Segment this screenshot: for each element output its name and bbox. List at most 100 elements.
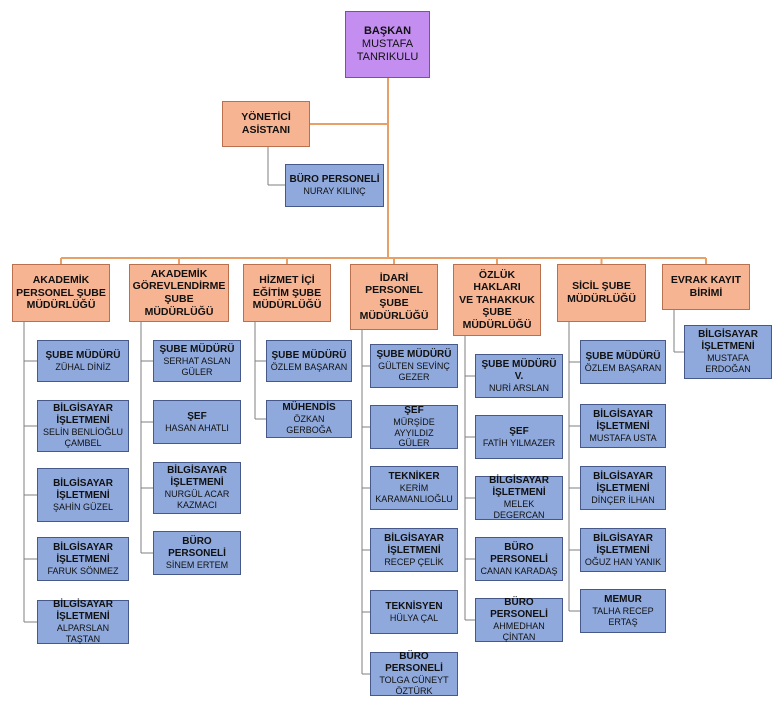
unit-box: HİZMET İÇİ EĞİTİM ŞUBE MÜDÜRLÜĞÜ: [243, 264, 331, 322]
unit-box: SİCİL ŞUBE MÜDÜRLÜĞÜ: [557, 264, 646, 322]
staff-box-name: KERİM KARAMANLIOĞLU: [375, 483, 453, 504]
staff-box-title: ŞUBE MÜDÜRÜ: [45, 349, 121, 361]
staff-box-name: ÖZKAN GERBOĞA: [286, 414, 332, 435]
staff-box-title: ŞEF: [404, 404, 424, 416]
staff-box-name: ŞAHİN GÜZEL: [52, 501, 113, 512]
staff-box-title: BİLGİSAYAR İŞLETMENİ: [53, 541, 113, 565]
unit-box-title: HİZMET İÇİ EĞİTİM ŞUBE MÜDÜRLÜĞÜ: [252, 274, 322, 312]
staff-box-title: ŞUBE MÜDÜRÜ V.: [481, 358, 557, 382]
staff-box-name: HÜLYA ÇAL: [389, 612, 439, 623]
staff-box-title: BİLGİSAYAR İŞLETMENİ: [593, 470, 653, 494]
unit-box-title: AKADEMİK GÖREVLENDİRME ŞUBE MÜDÜRLÜĞÜ: [132, 267, 226, 318]
staff-box-name: GÜLTEN SEVİNÇ GEZER: [378, 361, 450, 382]
staff-box-title: BİLGİSAYAR İŞLETMENİ: [53, 599, 113, 623]
unit-box-title: EVRAK KAYIT BİRİMİ: [670, 274, 742, 299]
staff-box: ŞUBE MÜDÜRÜ V.NURİ ARSLAN: [475, 354, 563, 398]
staff-box-name: RECEP ÇELİK: [384, 556, 444, 567]
staff-box-name: SERHAT ASLAN GÜLER: [163, 356, 231, 377]
staff-box-name: DİNÇER İLHAN: [591, 494, 655, 505]
staff-box-title: BİLGİSAYAR İŞLETMENİ: [593, 408, 653, 432]
unit-box-title: ÖZLÜK HAKLARI VE TAHAKKUK ŞUBE MÜDÜRLÜĞÜ: [459, 268, 535, 331]
staff-box-title: BİLGİSAYAR İŞLETMENİ: [53, 403, 113, 427]
staff-box-title: BİLGİSAYAR İŞLETMENİ: [53, 477, 113, 501]
staff-box-name: AHMEDHAN ÇİNTAN: [493, 621, 545, 642]
staff-box-name: ÖZLEM BAŞARAN: [270, 361, 348, 372]
staff-box-title: ŞUBE MÜDÜRÜ: [585, 350, 661, 362]
staff-box-title: MEMUR: [604, 594, 642, 606]
staff-box-name: HASAN AHATLI: [165, 422, 229, 433]
assistant-staff-title: BÜRO PERSONELİ: [289, 174, 380, 186]
staff-box-name: FATİH YILMAZER: [482, 437, 556, 448]
staff-box-title: ŞEF: [187, 410, 207, 422]
staff-box-name: OĞUZ HAN YANIK: [584, 556, 662, 567]
staff-box-title: TEKNİKER: [388, 471, 440, 483]
unit-box: ÖZLÜK HAKLARI VE TAHAKKUK ŞUBE MÜDÜRLÜĞÜ: [453, 264, 541, 336]
staff-box-title: ŞUBE MÜDÜRÜ: [159, 344, 235, 356]
staff-box-title: BİLGİSAYAR İŞLETMENİ: [593, 532, 653, 556]
staff-box-name: ALPARSLAN TAŞTAN: [56, 623, 110, 644]
staff-box-name: NURİ ARSLAN: [488, 382, 550, 393]
staff-box-name: FARUK SÖNMEZ: [47, 565, 119, 576]
staff-box-title: BÜRO PERSONELİ: [490, 541, 548, 565]
root-name: MUSTAFA TANRIKULU: [356, 37, 419, 64]
staff-box-name: MUSTAFA ERDOĞAN: [705, 353, 751, 374]
staff-box-name: TALHA RECEP ERTAŞ: [592, 606, 654, 627]
staff-box-title: BÜRO PERSONELİ: [385, 651, 443, 675]
unit-box: AKADEMİK PERSONEL ŞUBE MÜDÜRLÜĞÜ: [12, 264, 110, 322]
staff-box-title: TEKNİSYEN: [385, 600, 443, 612]
staff-box-name: SELİN BENLİOĞLU ÇAMBEL: [42, 427, 124, 448]
staff-box-name: NURGÜL ACAR KAZMACI: [164, 489, 230, 510]
staff-box-title: ŞUBE MÜDÜRÜ: [376, 349, 452, 361]
assistant-staff-name: NURAY KILINÇ: [303, 186, 366, 197]
assistant-staff-box: BÜRO PERSONELİ NURAY KILINÇ: [285, 164, 384, 207]
staff-box-name: MÜRŞİDE AYYILDIZ GÜLER: [393, 416, 435, 449]
staff-box-title: MÜHENDİS: [282, 402, 336, 414]
unit-box-title: SİCİL ŞUBE MÜDÜRLÜĞÜ: [567, 280, 636, 305]
unit-box: EVRAK KAYIT BİRİMİ: [662, 264, 750, 310]
staff-box-name: CANAN KARADAŞ: [480, 565, 558, 576]
unit-box: AKADEMİK GÖREVLENDİRME ŞUBE MÜDÜRLÜĞÜ: [129, 264, 229, 322]
assistant-box: YÖNETİCİ ASİSTANI: [222, 101, 310, 147]
staff-box-name: SİNEM ERTEM: [165, 559, 229, 570]
staff-box-title: BÜRO PERSONELİ: [490, 597, 548, 621]
unit-box-title: İDARİ PERSONEL ŞUBE MÜDÜRLÜĞÜ: [359, 271, 429, 322]
root-box: BAŞKAN MUSTAFA TANRIKULU: [345, 11, 430, 78]
staff-box-name: ÖZLEM BAŞARAN: [584, 362, 662, 373]
staff-box-name: TOLGA CÜNEYT ÖZTÜRK: [379, 675, 449, 696]
staff-box-name: MUSTAFA USTA: [589, 432, 657, 443]
staff-box-title: BÜRO PERSONELİ: [168, 535, 226, 559]
assistant-title: YÖNETİCİ ASİSTANI: [241, 111, 291, 136]
staff-box-title: BİLGİSAYAR İŞLETMENİ: [698, 329, 758, 353]
staff-box-title: BİLGİSAYAR İŞLETMENİ: [384, 532, 444, 556]
staff-box-title: ŞEF: [509, 425, 529, 437]
unit-box-title: AKADEMİK PERSONEL ŞUBE MÜDÜRLÜĞÜ: [16, 274, 106, 312]
staff-box-title: BİLGİSAYAR İŞLETMENİ: [489, 475, 549, 499]
